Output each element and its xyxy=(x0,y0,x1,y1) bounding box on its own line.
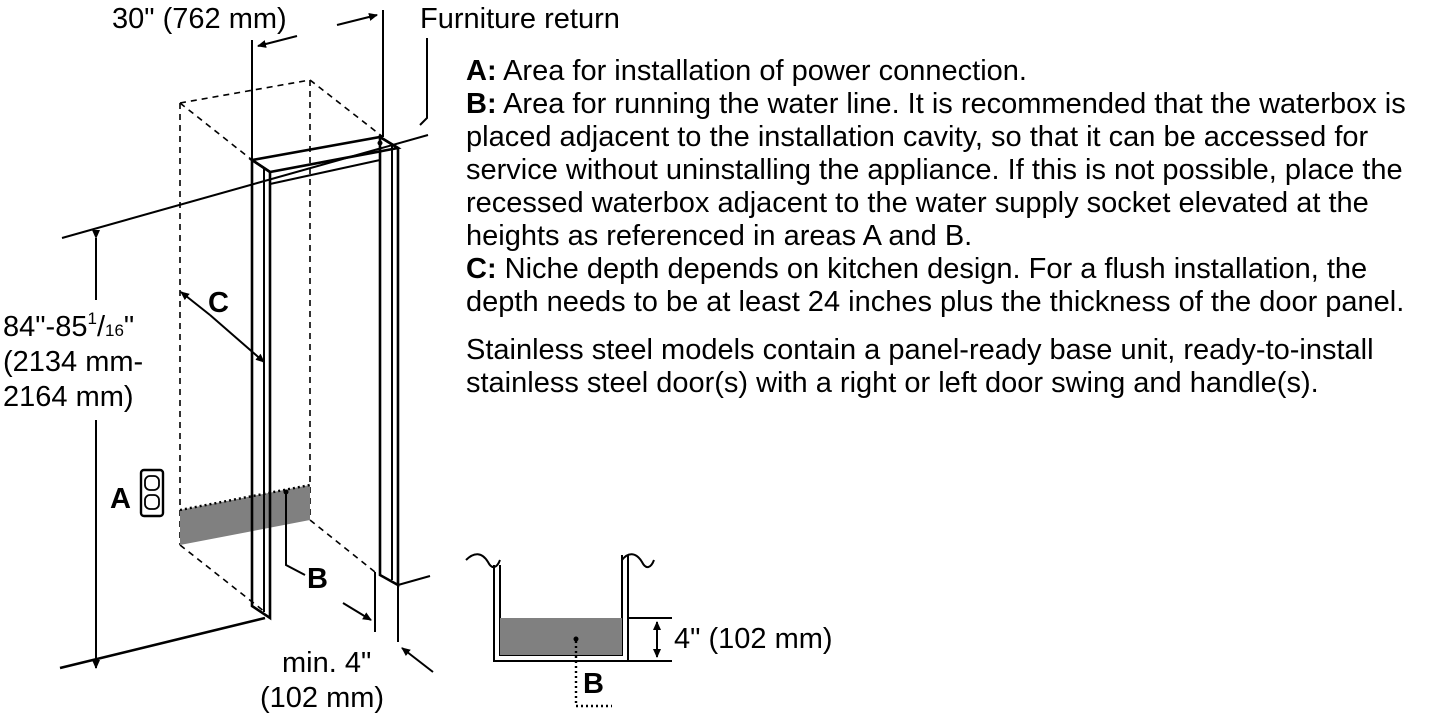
min-depth-label-line1: min. 4" xyxy=(282,647,371,679)
water-line-area xyxy=(180,485,310,545)
marker-b: B xyxy=(307,563,328,595)
note-a-text: Area for installation of power connectio… xyxy=(496,55,1027,87)
note-b-key: B: xyxy=(466,88,497,120)
note-b: B: Area for running the water line. It i… xyxy=(466,88,1436,253)
power-outlet-icon xyxy=(139,468,165,518)
note-c-text: Niche depth depends on kitchen design. F… xyxy=(466,253,1405,318)
furniture-return-label: Furniture return xyxy=(420,3,620,35)
note-c: C: Niche depth depends on kitchen design… xyxy=(466,253,1436,319)
detail-depth-label: 4" (102 mm) xyxy=(674,623,833,655)
note-stainless: Stainless steel models contain a panel-r… xyxy=(466,334,1374,399)
note-a: A: Area for installation of power connec… xyxy=(466,55,1436,88)
detail-marker-b: B xyxy=(583,668,604,700)
marker-c: C xyxy=(208,287,229,319)
marker-a: A xyxy=(110,483,131,515)
min-depth-label-line2: (102 mm) xyxy=(260,682,384,714)
height-label-line2: (2134 mm- xyxy=(3,346,143,378)
note-b-text: Area for running the water line. It is r… xyxy=(466,88,1406,252)
height-label-line3: 2164 mm) xyxy=(3,381,134,413)
notes-panel: A: Area for installation of power connec… xyxy=(466,55,1436,400)
note-c-key: C: xyxy=(466,253,497,285)
width-label: 30" (762 mm) xyxy=(112,3,287,35)
note-a-key: A: xyxy=(466,55,497,87)
waterbox-detail xyxy=(465,553,672,708)
height-label-line1: 84"-851/16" xyxy=(3,309,134,343)
